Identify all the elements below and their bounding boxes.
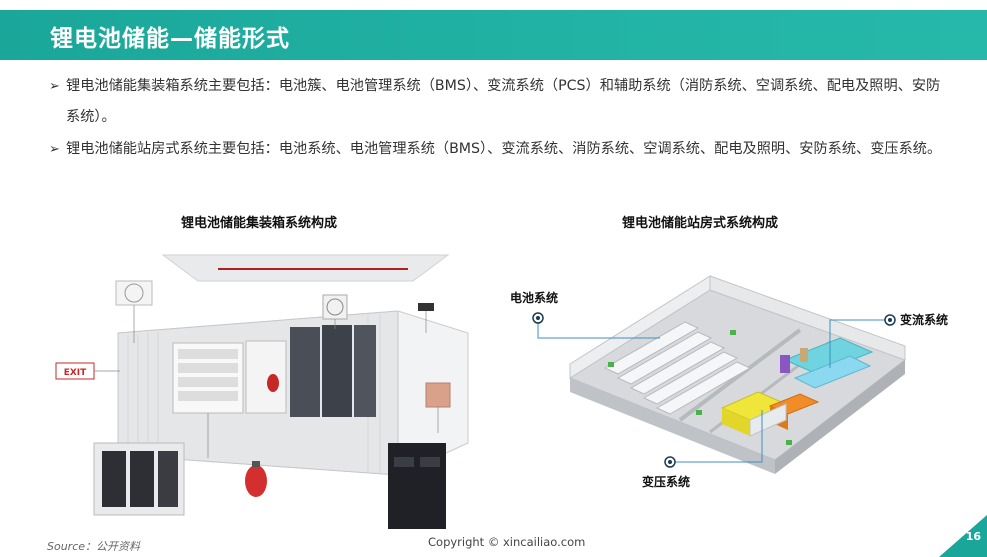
fire-extinguisher: [245, 465, 267, 497]
figure-right-caption: 锂电池储能站房式系统构成: [622, 216, 779, 231]
container-system-illustration: EXIT: [28, 243, 508, 535]
floor-side-right: [775, 360, 905, 474]
station-system-illustration: 电池系统 变流系统 变压系统: [500, 260, 960, 510]
page-corner-decoration: [939, 515, 987, 557]
ventilator-fan-icon: [326, 298, 344, 316]
bullet-text: 锂电池储能站房式系统主要包括：电池系统、电池管理系统（BMS）、变流系统、消防系…: [66, 141, 942, 157]
power-converter-cabinet: [388, 443, 446, 529]
divider-wall-1: [678, 328, 802, 422]
floor-side-left: [570, 378, 775, 474]
ac-unit: [115, 280, 153, 306]
fire-system-markers: [608, 330, 792, 445]
callout-lines: [94, 305, 439, 458]
source-note: Source：公开资料: [47, 540, 141, 553]
title-bar: 锂电池储能—储能形式: [0, 10, 987, 60]
bullet-container-system: ➢ 锂电池储能集装箱系统主要包括：电池簇、电池管理系统（BMS）、变流系统（PC…: [49, 71, 954, 133]
exit-sign-text: EXIT: [64, 368, 87, 378]
label-battery-system: 电池系统: [510, 290, 558, 305]
converter-equipment: [780, 337, 874, 389]
camera-icon: [418, 303, 434, 311]
fire-control-panel: [425, 382, 451, 408]
battery-racks: [172, 340, 287, 414]
battery-cabinet-open: [93, 442, 185, 516]
bullet-arrow-icon: ➢: [49, 79, 60, 94]
page-number: 16: [965, 530, 981, 543]
copyright-notice: Copyright © xincailiao.com: [428, 535, 586, 549]
bullet-text: 锂电池储能集装箱系统主要包括：电池簇、电池管理系统（BMS）、变流系统（PCS）…: [66, 78, 941, 125]
label-transformer-system: 变压系统: [642, 474, 690, 489]
label-converter-system: 变流系统: [900, 312, 948, 327]
fan-icon: [124, 283, 144, 303]
pcs-cabinets: [290, 325, 376, 417]
callout-dots: [532, 312, 896, 468]
transformer-equipment: [720, 391, 820, 437]
bullet-arrow-icon: ➢: [49, 142, 60, 157]
bullet-station-system: ➢ 锂电池储能站房式系统主要包括：电池系统、电池管理系统（BMS）、变流系统、消…: [49, 134, 954, 165]
callout-lines: [537, 318, 890, 463]
extinguisher-small: [267, 374, 279, 392]
figure-left-caption: 锂电池储能集装箱系统构成: [181, 216, 338, 231]
wall-back-right: [709, 275, 906, 361]
slide-title: 锂电池储能—储能形式: [50, 26, 290, 52]
extinguisher-valve: [252, 461, 260, 467]
battery-rows: [603, 321, 752, 415]
